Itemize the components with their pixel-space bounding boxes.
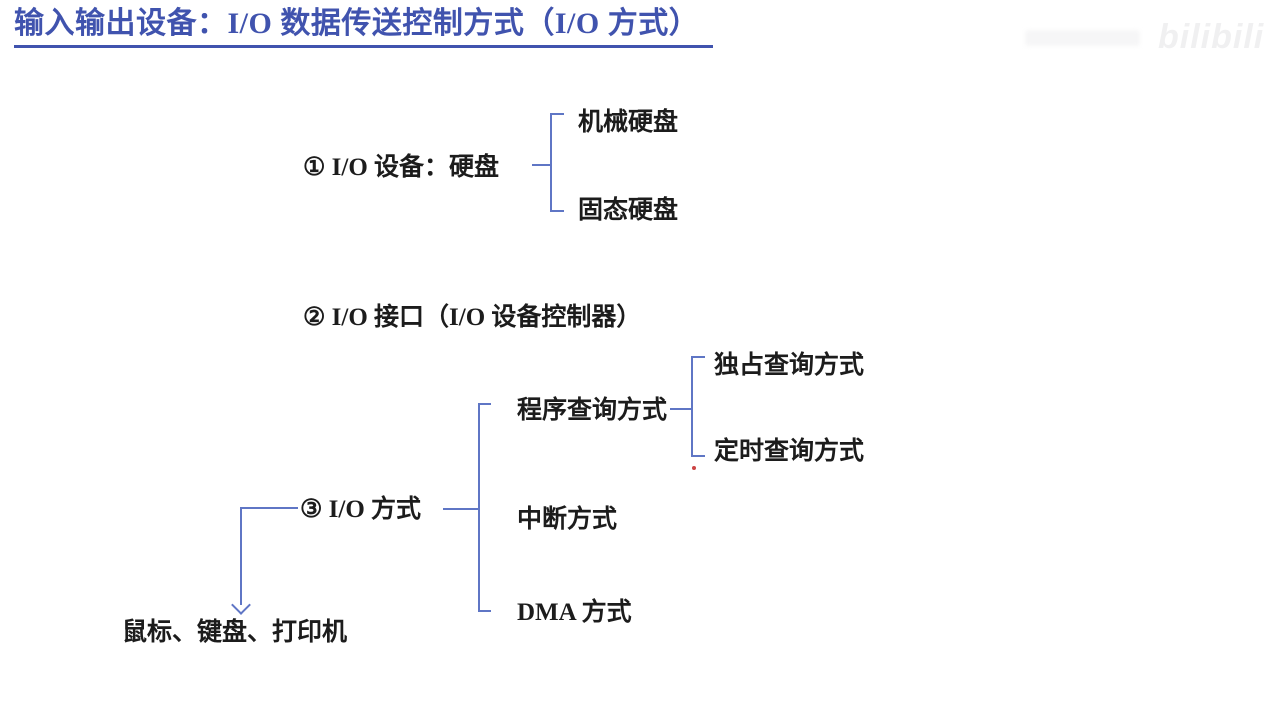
leaf-interrupt-mode: 中断方式 — [517, 506, 618, 533]
red-dot-mark — [692, 466, 696, 470]
io-mode-bracket-bottom-tick-line — [478, 610, 491, 612]
examples-label: 鼠标、键盘、打印机 — [122, 619, 348, 646]
device-bracket-vertical-line — [550, 113, 552, 212]
leaf-exclusive-query-mode: 独占查询方式 — [714, 352, 865, 379]
query-bracket-vertical-line — [691, 356, 693, 457]
leaf-dma-mode: DMA 方式 — [517, 599, 632, 626]
examples-arrow-vertical-line — [240, 507, 242, 605]
leaf-program-query-mode: 程序查询方式 — [517, 397, 668, 424]
node-io-device: ① I/O 设备：硬盘 — [303, 154, 500, 181]
leaf-timed-query-mode: 定时查询方式 — [714, 438, 865, 465]
io-mode-bracket-top-tick-line — [478, 403, 491, 405]
node-io-interface: ② I/O 接口（I/O 设备控制器） — [303, 304, 642, 331]
arrow-down-icon — [231, 595, 251, 615]
device-bracket-top-tick-line — [550, 113, 564, 115]
leaf-mechanical-disk: 机械硬盘 — [578, 109, 679, 136]
examples-arrow-horizontal-line — [240, 507, 298, 509]
device-bracket-stub-line — [532, 164, 550, 166]
device-bracket-bottom-tick-line — [550, 210, 564, 212]
node-io-mode: ③ I/O 方式 — [300, 496, 422, 523]
query-bracket-bottom-tick-line — [691, 455, 705, 457]
watermark-smudge — [1025, 30, 1140, 46]
leaf-solid-state-disk: 固态硬盘 — [578, 197, 679, 224]
query-bracket-stub-line — [670, 408, 691, 410]
io-mode-bracket-stub-line — [443, 508, 479, 510]
query-bracket-top-tick-line — [691, 356, 705, 358]
bilibili-logo: bilibili — [1158, 18, 1265, 56]
page-title: 输入输出设备：I/O 数据传送控制方式（I/O 方式） — [14, 6, 714, 48]
io-mode-bracket-vertical-line — [478, 403, 480, 612]
